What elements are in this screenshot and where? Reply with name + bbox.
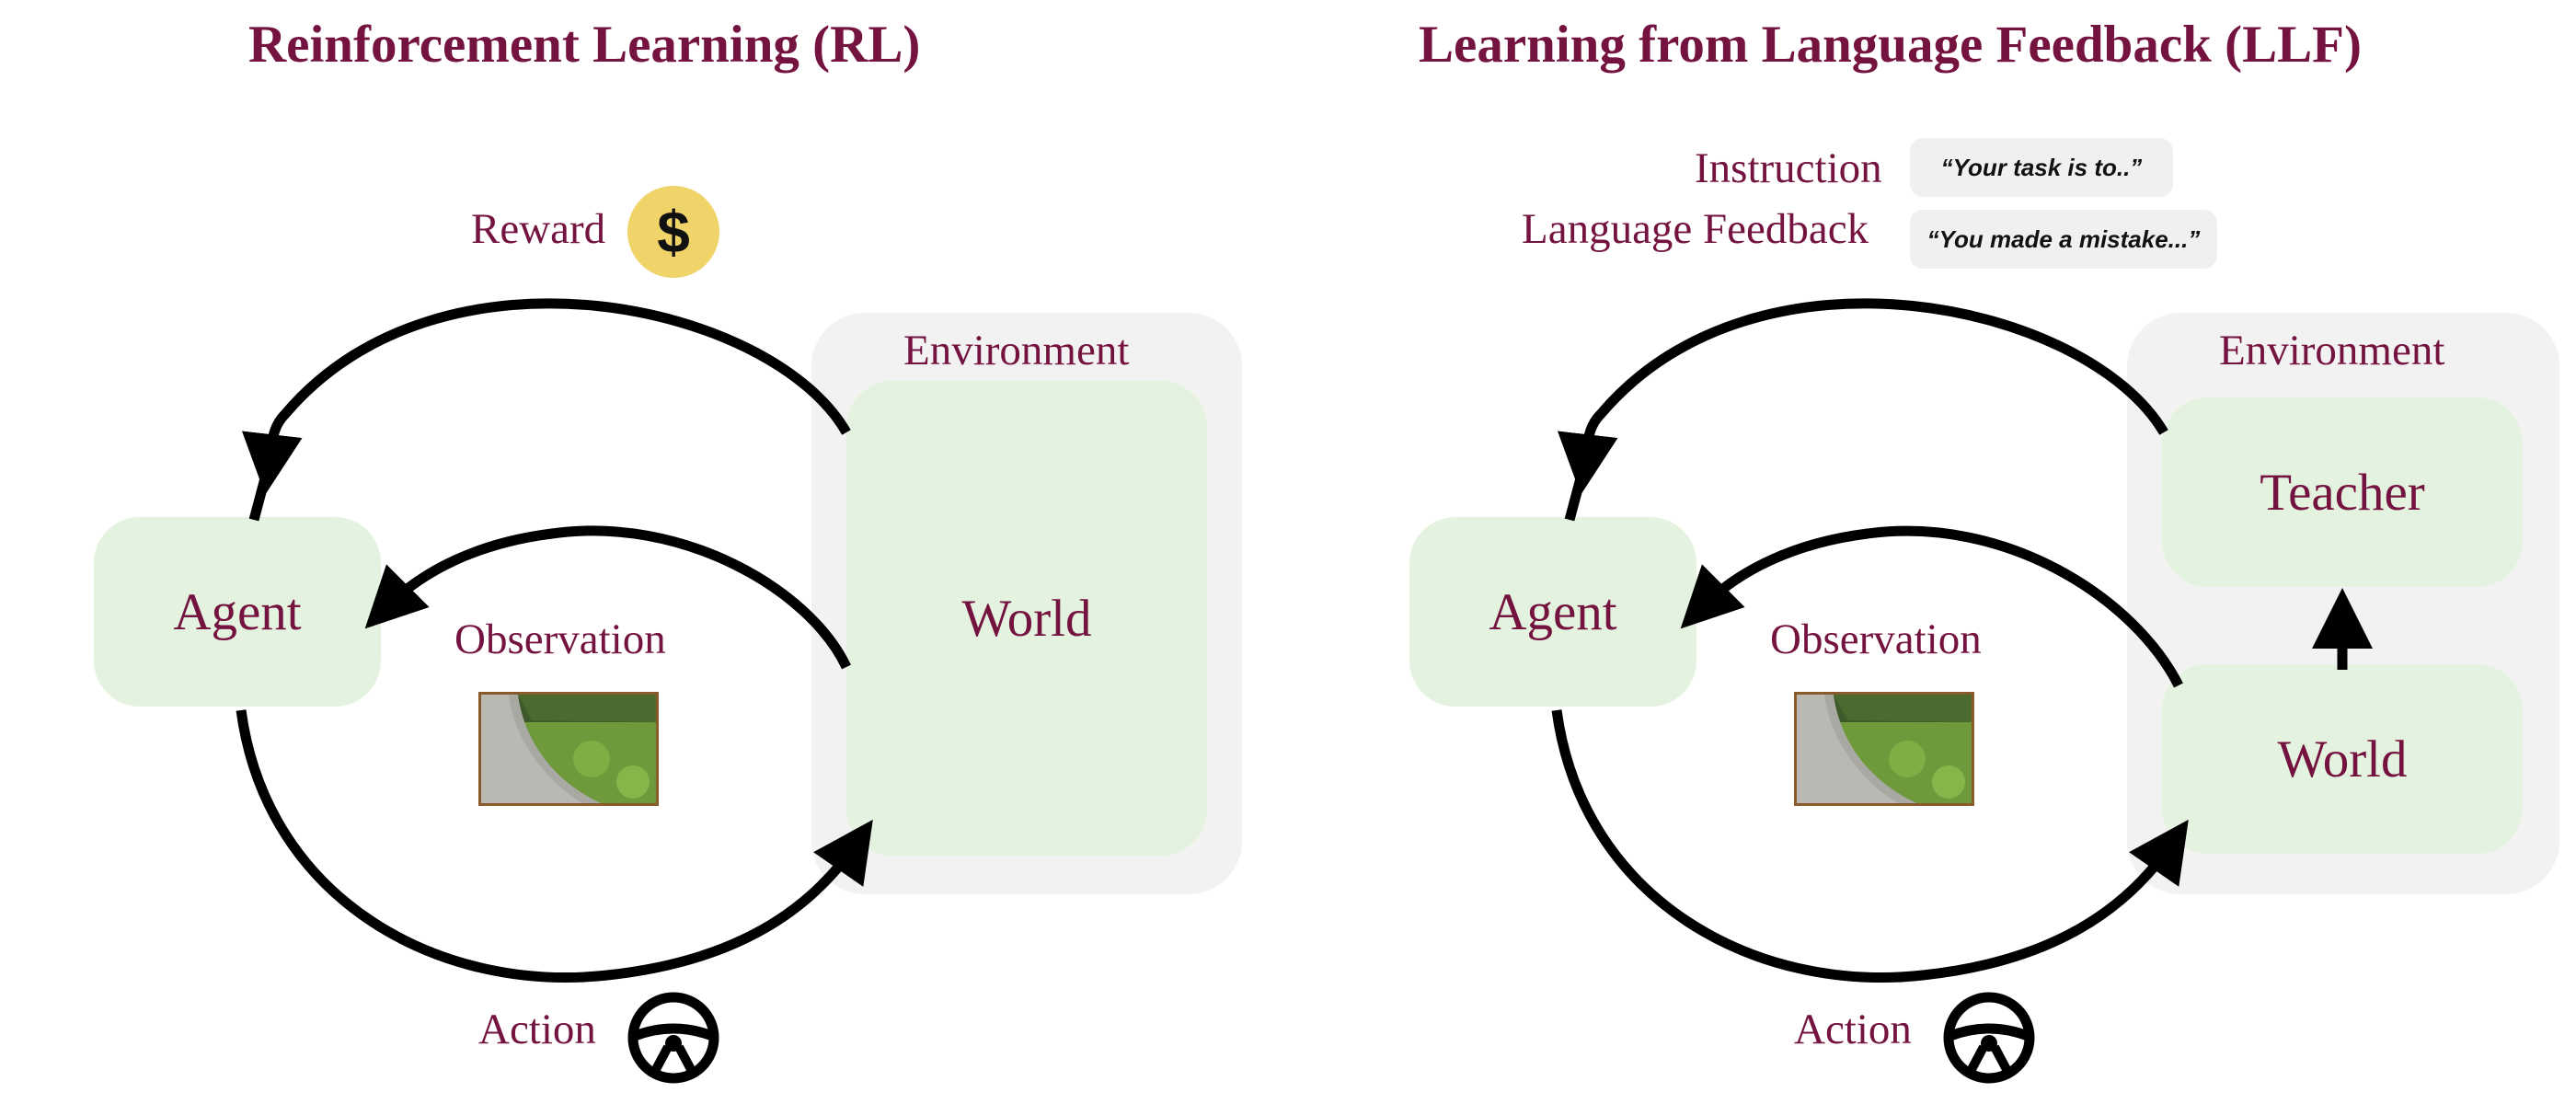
rl-action-arrow [236, 709, 873, 983]
dollar-coin-icon: $ [627, 186, 719, 278]
rl-world-box: World [846, 381, 1207, 856]
rl-reward-label: Reward [471, 205, 606, 253]
llf-agent-box: Agent [1409, 517, 1696, 707]
llf-teacher-label: Teacher [2260, 463, 2425, 522]
llf-world-label: World [2277, 730, 2408, 788]
rl-world-label: World [961, 589, 1092, 648]
rl-reward-symbol: $ [657, 199, 690, 265]
llf-action-label: Action [1794, 1006, 1912, 1053]
rl-environment-label: Environment [903, 327, 1130, 374]
rl-observation-arrow [364, 525, 851, 670]
llf-action-arrow [1551, 709, 2189, 983]
rl-agent-label: Agent [173, 582, 302, 641]
llf-feedback-arrow [1557, 298, 2168, 495]
llf-observation-label: Observation [1770, 615, 1982, 663]
steering-wheel-icon [626, 990, 721, 1086]
llf-teacher-box: Teacher [2162, 397, 2523, 587]
llf-observation-arrow [1680, 525, 2183, 688]
rl-observation-label: Observation [454, 615, 666, 663]
llf-instruction-label: Instruction [1695, 144, 1882, 192]
rl-title: Reinforcement Learning (RL) [248, 16, 921, 74]
llf-environment-label: Environment [2219, 327, 2445, 374]
llf-feedback-label: Language Feedback [1522, 205, 1869, 253]
rl-observation-photo [478, 692, 659, 806]
llf-agent-label: Agent [1489, 582, 1617, 641]
llf-feedback-bubble: “You made a mistake...” [1910, 210, 2217, 269]
llf-title: Learning from Language Feedback (LLF) [1419, 16, 2362, 74]
llf-instruction-bubble: “Your task is to..” [1910, 138, 2173, 197]
rl-agent-box: Agent [94, 517, 381, 707]
rl-action-label: Action [478, 1006, 596, 1053]
rl-reward-arrow [241, 298, 851, 495]
llf-world-box: World [2162, 664, 2523, 854]
llf-observation-photo [1794, 692, 1974, 806]
steering-wheel-icon [1941, 990, 2037, 1086]
